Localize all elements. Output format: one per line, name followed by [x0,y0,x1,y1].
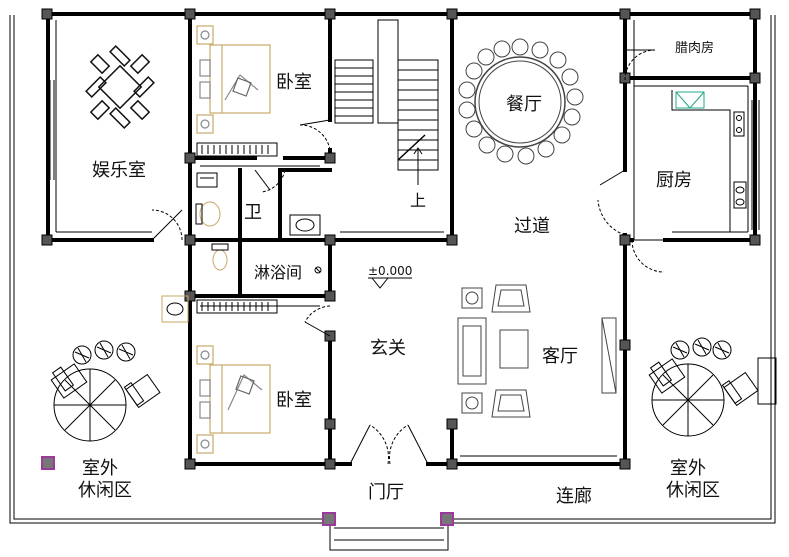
label-veranda: 连廊 [556,486,592,507]
label-outdoor-right-line2: 休闲区 [666,480,720,501]
walls [42,12,757,466]
living-room-furniture [457,284,617,418]
label-outdoor-left-line1: 室外 [82,458,118,479]
patio-set-right [648,337,759,437]
label-outdoor-left-line2: 休闲区 [78,480,132,501]
label-smokehouse: 腊肉房 [675,40,714,56]
elevation-marker [368,277,412,289]
wardrobe-top [196,142,278,157]
post-door-left [322,512,336,526]
label-corridor: 过道 [514,216,550,237]
label-foyer: 玄关 [370,338,406,359]
dining-chairs [458,38,584,165]
post-door-right [440,512,454,526]
label-shower-room: 淋浴间 [254,263,302,282]
entrance-posts [41,456,454,526]
dining-table [458,38,584,165]
terrace-outline [9,15,777,551]
label-entrance-hall: 门厅 [368,482,404,503]
label-bedroom-top: 卧室 [276,72,312,93]
doors [151,49,665,465]
label-outdoor-right-line1: 室外 [670,458,706,479]
kitchen-counter [671,90,747,232]
patio-set-left [50,340,161,442]
label-elevation: ±0.000 [368,264,412,278]
bed-bottom [196,345,271,454]
label-dining-room: 餐厅 [506,94,542,115]
label-living-room: 客厅 [542,346,578,367]
wardrobe-bottom [196,299,278,314]
label-bedroom-bottom: 卧室 [276,390,312,411]
post-left [41,456,55,470]
label-kitchen: 厨房 [656,170,692,191]
label-entertainment-room: 娱乐室 [92,160,146,181]
bed-top [196,25,271,134]
windows [49,80,760,230]
label-stair-up: 上 [410,191,426,210]
game-table [85,45,155,129]
staircase [334,19,439,185]
thin-partitions [55,20,749,457]
bathroom-fixtures [161,172,322,323]
label-bathroom: 卫 [244,202,262,223]
